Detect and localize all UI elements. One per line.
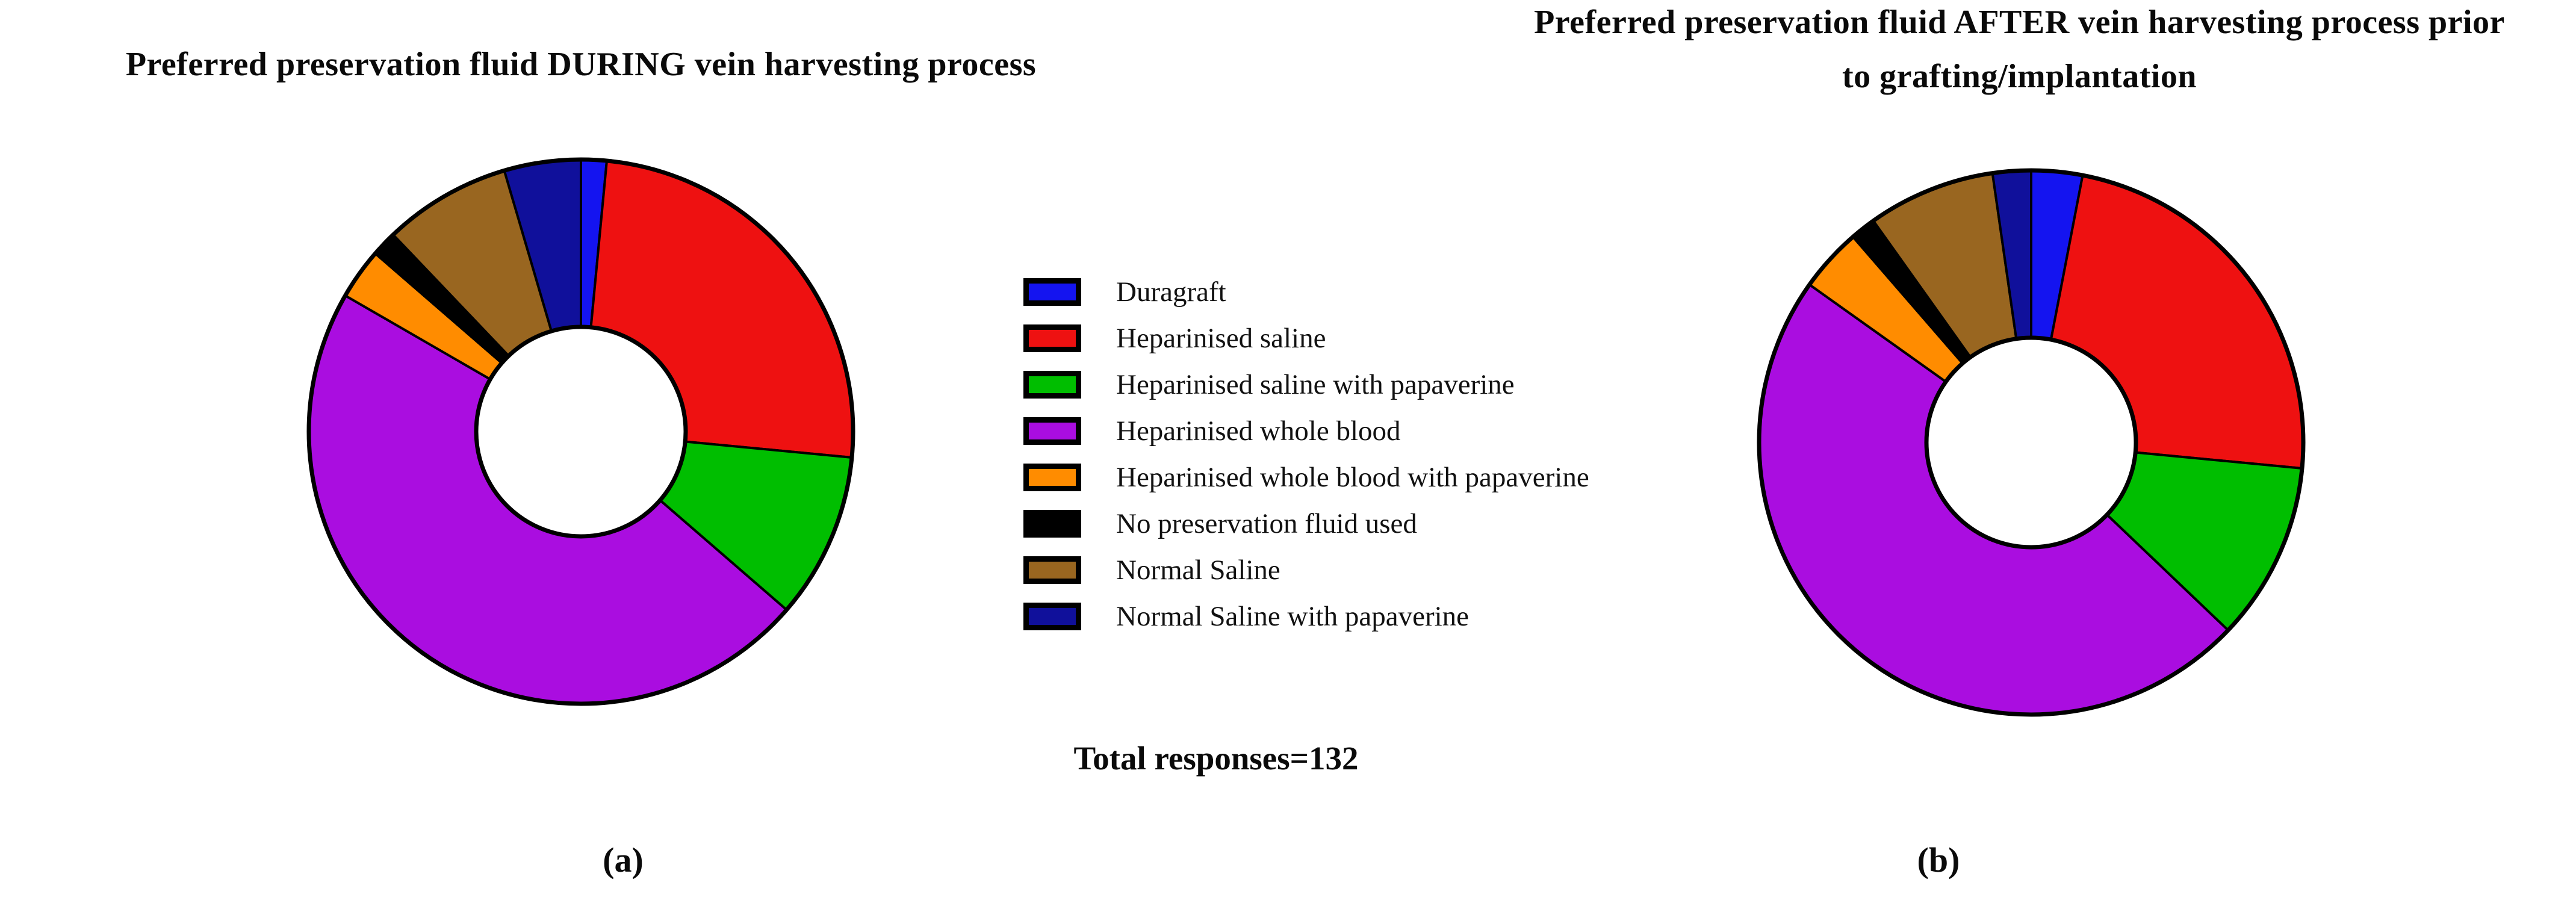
legend-label: Normal Saline	[1116, 554, 1280, 586]
legend-swatch-color	[1029, 330, 1076, 347]
legend-swatch-5	[1023, 510, 1081, 538]
donut-chart-during	[306, 157, 855, 706]
legend-swatch-6	[1023, 556, 1081, 584]
legend-label: Duragraft	[1116, 276, 1226, 308]
legend-swatch-color	[1029, 562, 1076, 579]
total-responses-note: Total responses=132	[1073, 740, 1359, 777]
donut-inner-rim	[474, 324, 688, 539]
legend-item: Duragraft	[1023, 278, 1589, 306]
legend-swatch-color	[1029, 423, 1076, 439]
legend-item: Heparinised saline	[1023, 323, 1589, 354]
legend-swatch-color	[1029, 515, 1076, 532]
donut-outer-rim	[1757, 168, 2306, 717]
panel-caption-a: (a)	[603, 840, 644, 880]
legend-swatch-7	[1023, 603, 1081, 630]
legend-label: Normal Saline with papaverine	[1116, 601, 1470, 632]
legend-swatch-2	[1023, 371, 1081, 399]
legend-swatch-color	[1029, 376, 1076, 393]
legend-swatch-3	[1023, 417, 1081, 445]
legend-label: Heparinised saline	[1116, 323, 1326, 354]
donut-chart-after	[1757, 168, 2306, 717]
panel-caption-b: (b)	[1917, 840, 1960, 880]
legend-label: Heparinised whole blood with papaverine	[1116, 462, 1589, 493]
legend-swatch-1	[1023, 324, 1081, 352]
legend-label: Heparinised saline with papaverine	[1116, 369, 1515, 400]
legend-item: Heparinised saline with papaverine	[1023, 371, 1589, 399]
legend-item: Heparinised whole blood with papaverine	[1023, 462, 1589, 493]
pie-slice-heparinised-saline	[2049, 173, 2304, 470]
legend-item: Normal Saline with papaverine	[1023, 601, 1589, 632]
legend-swatch-4	[1023, 464, 1081, 491]
legend-item: Heparinised whole blood	[1023, 417, 1589, 445]
legend-swatch-color	[1029, 608, 1076, 625]
chart-title-after: Preferred preservation fluid AFTER vein …	[1463, 0, 2576, 104]
chart-title-after-line1: Preferred preservation fluid AFTER vein …	[1534, 4, 2505, 41]
legend-swatch-0	[1023, 278, 1081, 306]
legend-item: Normal Saline	[1023, 554, 1589, 586]
chart-title-during: Preferred preservation fluid DURING vein…	[125, 46, 1037, 83]
donut-outer-rim	[306, 157, 855, 706]
chart-title-after-line2: to grafting/implantation	[1842, 58, 2197, 95]
legend-label: Heparinised whole blood	[1116, 415, 1401, 447]
donut-inner-rim	[1924, 335, 2138, 550]
pie-slice-heparinised-saline	[589, 159, 854, 459]
legend-swatch-color	[1029, 284, 1076, 300]
legend-item: No preservation fluid used	[1023, 510, 1589, 538]
legend-label: No preservation fluid used	[1116, 508, 1417, 539]
legend-swatch-color	[1029, 469, 1076, 486]
